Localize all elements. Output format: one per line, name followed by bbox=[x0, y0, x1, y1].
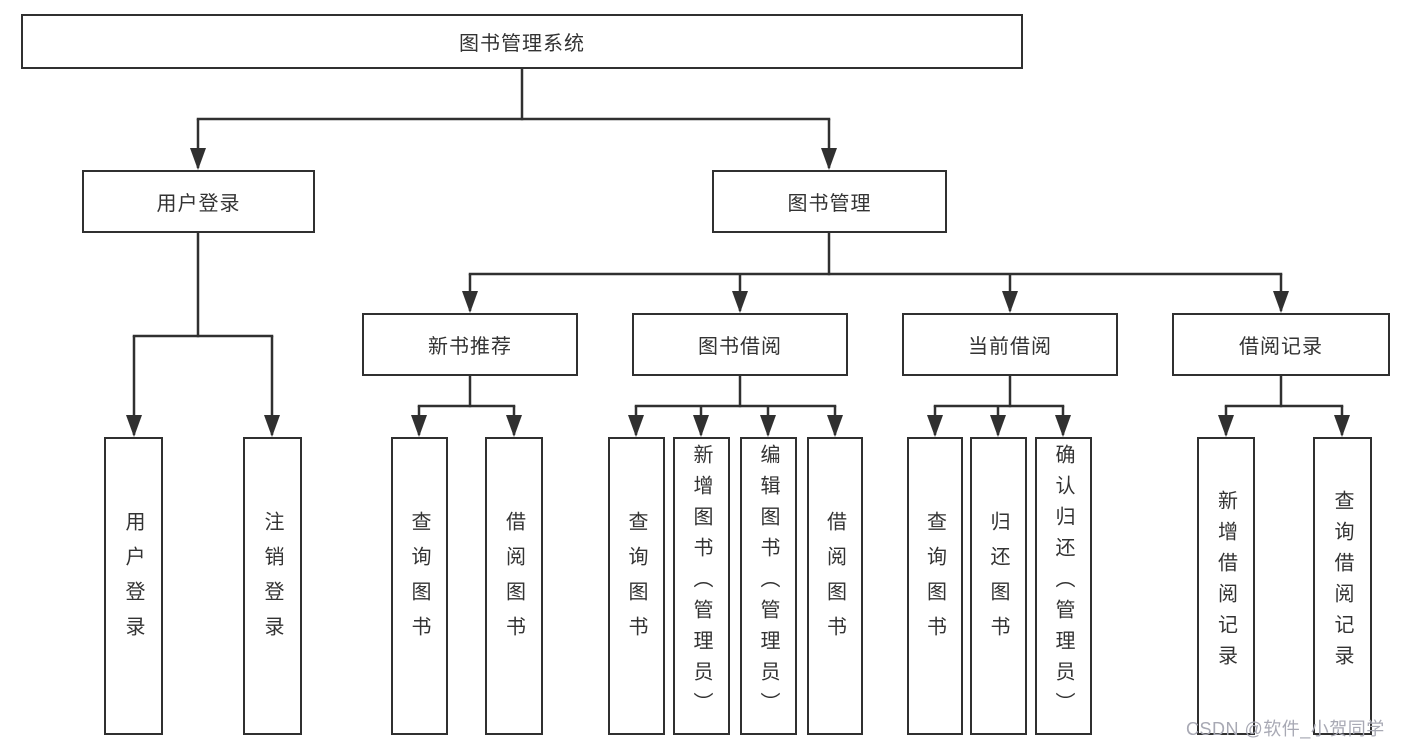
leaf-query-books-borrow: 查询图书 bbox=[608, 437, 665, 735]
node-book-management: 图书管理 bbox=[712, 170, 947, 233]
leaf-query-books-current-label: 查询图书 bbox=[923, 511, 946, 651]
leaf-query-books-rec: 查询图书 bbox=[391, 437, 448, 735]
connector-borrowing-records-children bbox=[1218, 374, 1350, 437]
leaf-edit-book-admin-label: 编辑图书（管理员） bbox=[757, 443, 779, 723]
leaf-confirm-return-admin-label: 确认归还（管理员） bbox=[1052, 443, 1074, 723]
node-book-borrowing: 图书借阅 bbox=[632, 313, 848, 376]
leaf-user-login: 用户登录 bbox=[104, 437, 163, 735]
node-current-borrowing-label: 当前借阅 bbox=[968, 336, 1052, 358]
leaf-borrow-books-rec: 借阅图书 bbox=[485, 437, 543, 735]
leaf-user-login-label: 用户登录 bbox=[122, 511, 144, 651]
node-book-management-label: 图书管理 bbox=[787, 193, 872, 215]
leaf-borrow-books-label: 借阅图书 bbox=[823, 511, 846, 651]
leaf-logout-label: 注销登录 bbox=[261, 511, 283, 651]
connector-user-login-children bbox=[126, 231, 280, 437]
leaf-edit-book-admin: 编辑图书（管理员） bbox=[740, 437, 797, 735]
leaf-logout: 注销登录 bbox=[243, 437, 302, 735]
connector-new-book-rec-children bbox=[411, 374, 522, 437]
leaf-query-books-borrow-label: 查询图书 bbox=[625, 511, 647, 651]
leaf-query-borrow-record: 查询借阅记录 bbox=[1313, 437, 1372, 735]
leaf-confirm-return-admin: 确认归还（管理员） bbox=[1035, 437, 1092, 735]
node-library-management-system: 图书管理系统 bbox=[21, 14, 1023, 69]
node-library-management-system-label: 图书管理系统 bbox=[459, 33, 585, 55]
node-borrowing-records-label: 借阅记录 bbox=[1239, 336, 1323, 358]
csdn-watermark: CSDN @软件_小贺同学 bbox=[1186, 719, 1385, 739]
leaf-return-books-label: 归还图书 bbox=[987, 511, 1009, 651]
leaf-add-book-admin-label: 新增图书（管理员） bbox=[690, 443, 712, 723]
node-new-book-recommendation: 新书推荐 bbox=[362, 313, 578, 376]
connector-book-management-children bbox=[462, 231, 1289, 313]
leaf-borrow-books: 借阅图书 bbox=[807, 437, 863, 735]
connector-current-borrowing-children bbox=[927, 374, 1071, 437]
node-user-login: 用户登录 bbox=[82, 170, 315, 233]
node-current-borrowing: 当前借阅 bbox=[902, 313, 1118, 376]
leaf-return-books: 归还图书 bbox=[970, 437, 1027, 735]
connector-root-to-level2 bbox=[190, 67, 837, 170]
leaf-query-borrow-record-label: 查询借阅记录 bbox=[1331, 490, 1353, 676]
node-borrowing-records: 借阅记录 bbox=[1172, 313, 1390, 376]
leaf-query-books-rec-label: 查询图书 bbox=[408, 511, 430, 651]
connector-book-borrowing-children bbox=[628, 374, 843, 437]
node-book-borrowing-label: 图书借阅 bbox=[698, 336, 782, 358]
leaf-add-borrow-record-label: 新增借阅记录 bbox=[1214, 490, 1237, 676]
leaf-add-borrow-record: 新增借阅记录 bbox=[1197, 437, 1255, 735]
leaf-add-book-admin: 新增图书（管理员） bbox=[673, 437, 730, 735]
leaf-borrow-books-rec-label: 借阅图书 bbox=[502, 511, 525, 651]
node-new-book-recommendation-label: 新书推荐 bbox=[428, 336, 512, 358]
node-user-login-label: 用户登录 bbox=[156, 193, 241, 215]
leaf-query-books-current: 查询图书 bbox=[907, 437, 963, 735]
